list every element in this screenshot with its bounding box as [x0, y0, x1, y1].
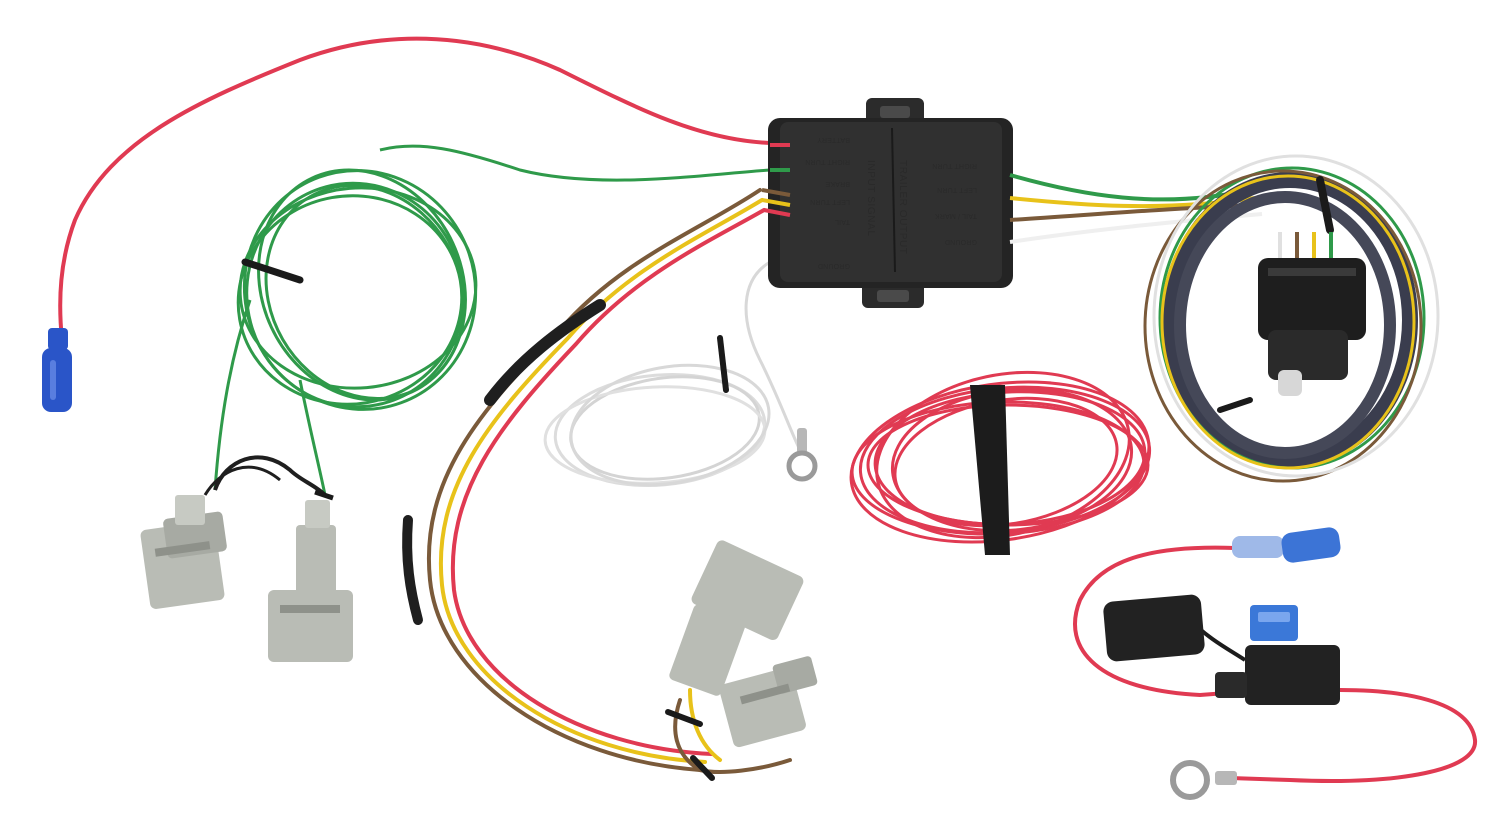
fuse-wire [1073, 545, 1478, 783]
module-output-title: TRAILER OUTPUT [897, 160, 908, 255]
module-label-left-turn: LEFT TURN [810, 198, 850, 205]
fuse-blue [1250, 605, 1298, 641]
ring-terminal [1170, 760, 1237, 800]
module-input-wires [761, 143, 791, 217]
zip-tie [665, 709, 715, 781]
vehicle-plug-connector-right [268, 489, 353, 662]
vehicle-plug-connector-left [140, 455, 327, 609]
battery-wire [58, 36, 771, 341]
center-harness [402, 188, 792, 774]
butt-connector-blue [42, 328, 72, 412]
module-right-labels: RIGHT TURN LEFT TURN TAIL / MARK GROUND [932, 162, 977, 245]
butt-connector [1232, 527, 1341, 563]
module-label-out-tail: TAIL / MARK [935, 212, 977, 219]
module-label-brake: BRAKE [825, 180, 850, 187]
module-label-tail: TAIL [835, 218, 850, 225]
ring-terminal [786, 428, 818, 482]
zip-tie [717, 335, 729, 393]
vehicle-plug-connector-center [669, 540, 818, 748]
fuse-holder [1103, 594, 1340, 705]
module-label-out-ground: GROUND [945, 238, 977, 245]
module-input-title: INPUT SIGNAL [865, 160, 876, 236]
electrical-tape-band [970, 385, 1010, 555]
module-label-out-left-turn: LEFT TURN [937, 186, 977, 193]
module-label-out-right-turn: RIGHT TURN [932, 162, 977, 169]
module-left-labels: BATTERY RIGHT TURN BRAKE LEFT TURN TAIL … [805, 136, 850, 269]
module-label-battery: BATTERY [817, 136, 850, 143]
module-label-right-turn: RIGHT TURN [805, 158, 850, 165]
wiring-module [768, 98, 1013, 308]
green-wire-coil [213, 144, 771, 496]
module-label-ground: GROUND [818, 262, 850, 269]
output-cable-coil [1143, 154, 1440, 483]
white-ground-wire [543, 260, 802, 488]
trailer-4-flat-connector [1258, 232, 1366, 396]
zip-tie [1217, 176, 1334, 413]
zip-tie [241, 258, 304, 284]
